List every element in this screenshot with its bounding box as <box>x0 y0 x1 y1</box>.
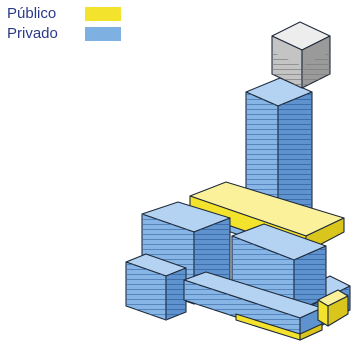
legend-label-public: Público <box>7 5 57 22</box>
legend: Público Privado <box>7 4 121 44</box>
block-base-left <box>125 253 187 321</box>
legend-item-public: Público <box>7 4 121 24</box>
legend-label-private: Privado <box>7 25 58 42</box>
rooftop-volume <box>271 21 331 89</box>
legend-swatch-public <box>85 7 121 21</box>
legend-swatch-private <box>85 27 121 41</box>
block-base-front <box>183 271 323 341</box>
legend-item-private: Privado <box>7 24 121 44</box>
block-public-corner <box>317 289 349 327</box>
